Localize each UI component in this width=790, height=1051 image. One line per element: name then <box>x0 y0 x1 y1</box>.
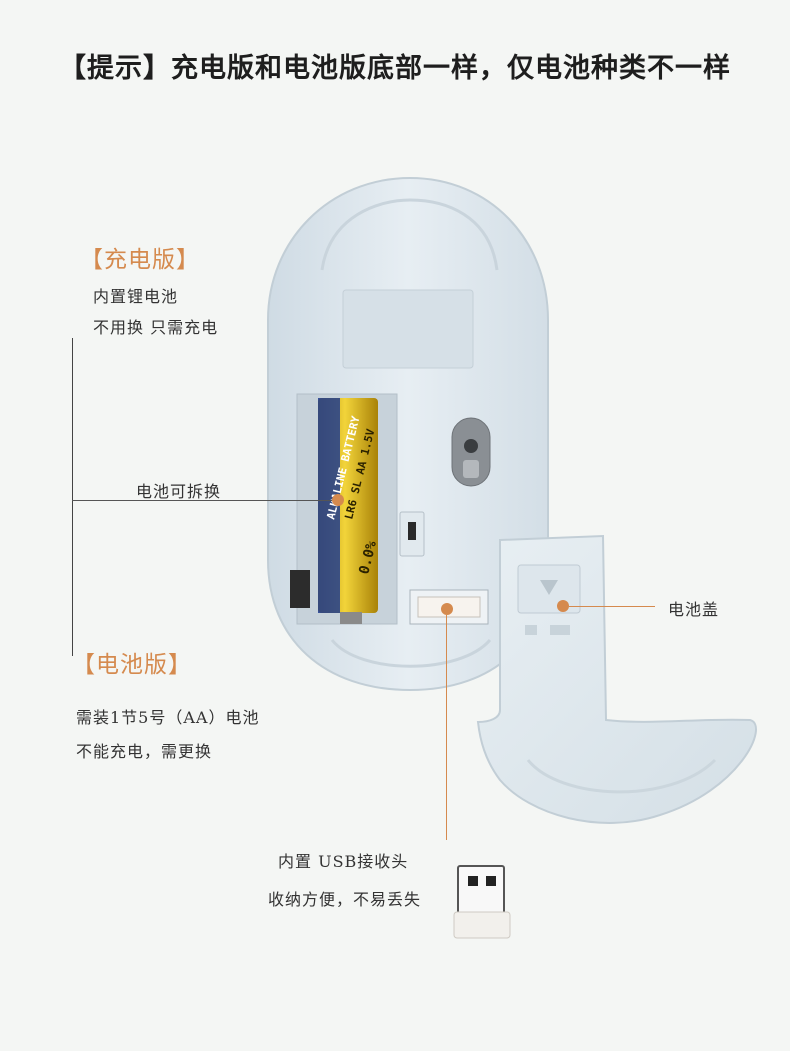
rechargeable-line2: 不用换 只需充电 <box>93 318 219 337</box>
cover-dot <box>557 600 569 612</box>
page-headline: 【提示】充电版和电池版底部一样，仅电池种类不一样 <box>59 53 731 84</box>
cover-leader-line <box>569 606 655 607</box>
usb-line1: 内置 USB接收头 <box>278 852 409 871</box>
aa-battery-icon: LR6 SL AA 1.5V ALKALINE BATTERY 0.0% <box>318 398 380 624</box>
battery-cover-label: 电池盖 <box>668 600 720 619</box>
battery-cover <box>476 534 757 824</box>
replaceable-dot <box>332 494 344 506</box>
rechargeable-line1: 内置锂电池 <box>93 287 179 306</box>
optical-sensor-icon <box>451 417 491 487</box>
usb-line2: 收纳方便，不易丢失 <box>268 890 422 909</box>
battery-version-line2: 不能充电，需更换 <box>76 742 213 761</box>
replaceable-label: 电池可拆换 <box>136 482 222 501</box>
power-switch <box>399 511 425 557</box>
rechargeable-title: 【充电版】 <box>80 247 200 273</box>
battery-version-title: 【电池版】 <box>72 652 192 678</box>
receiver-leader-line <box>446 615 447 840</box>
battery-version-line1: 需装1节5号（AA）电池 <box>76 708 260 727</box>
bracket-line <box>72 338 73 656</box>
replaceable-leader-line <box>72 500 334 501</box>
usb-receiver-icon <box>453 865 511 939</box>
receiver-dot <box>441 603 453 615</box>
